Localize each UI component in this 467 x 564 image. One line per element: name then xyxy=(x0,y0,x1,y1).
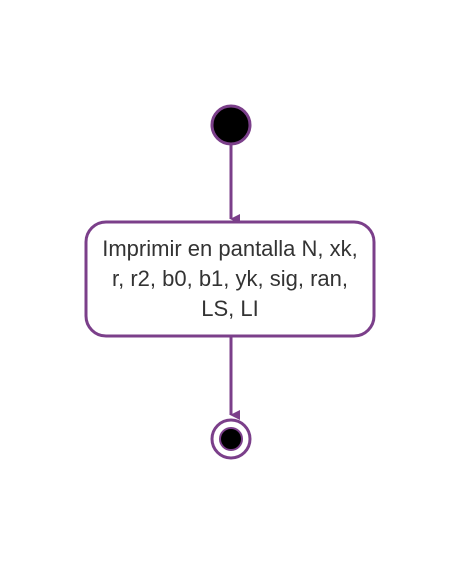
action-label: Imprimir en pantalla N, xk, r, r2, b0, b… xyxy=(102,236,358,321)
initial-node xyxy=(210,104,252,146)
final-node-inner-dot xyxy=(219,427,243,451)
action-node xyxy=(84,220,376,338)
